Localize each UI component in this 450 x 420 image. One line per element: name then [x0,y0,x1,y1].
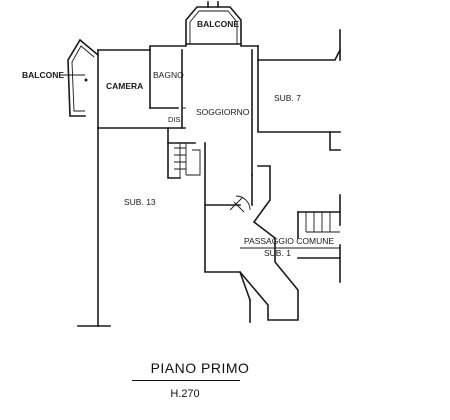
title-underline [132,380,240,381]
label-sub1: SUB. 1 [264,248,291,258]
plan-title: PIANO PRIMO [150,360,250,376]
sub7-boundary [257,29,342,151]
label-dis: DIS. [168,115,183,124]
label-sub7: SUB. 7 [274,93,301,103]
label-bagno: BAGNO [153,70,184,80]
plan-height: H.270 [170,388,200,400]
label-passaggio-comune: PASSAGGIO COMUNE [244,236,334,246]
label-sub13: SUB. 13 [124,197,156,207]
label-balcone-top: BALCONE [197,19,239,29]
passaggio-comune [238,165,341,321]
left-balcony [60,38,100,117]
label-balcone-left: BALCONE [22,70,64,80]
apartment-walls [97,43,259,213]
sub13-boundary [77,127,252,327]
label-camera: CAMERA [106,81,143,91]
top-balcony [185,1,242,45]
label-soggiorno: SOGGIORNO [196,107,250,117]
